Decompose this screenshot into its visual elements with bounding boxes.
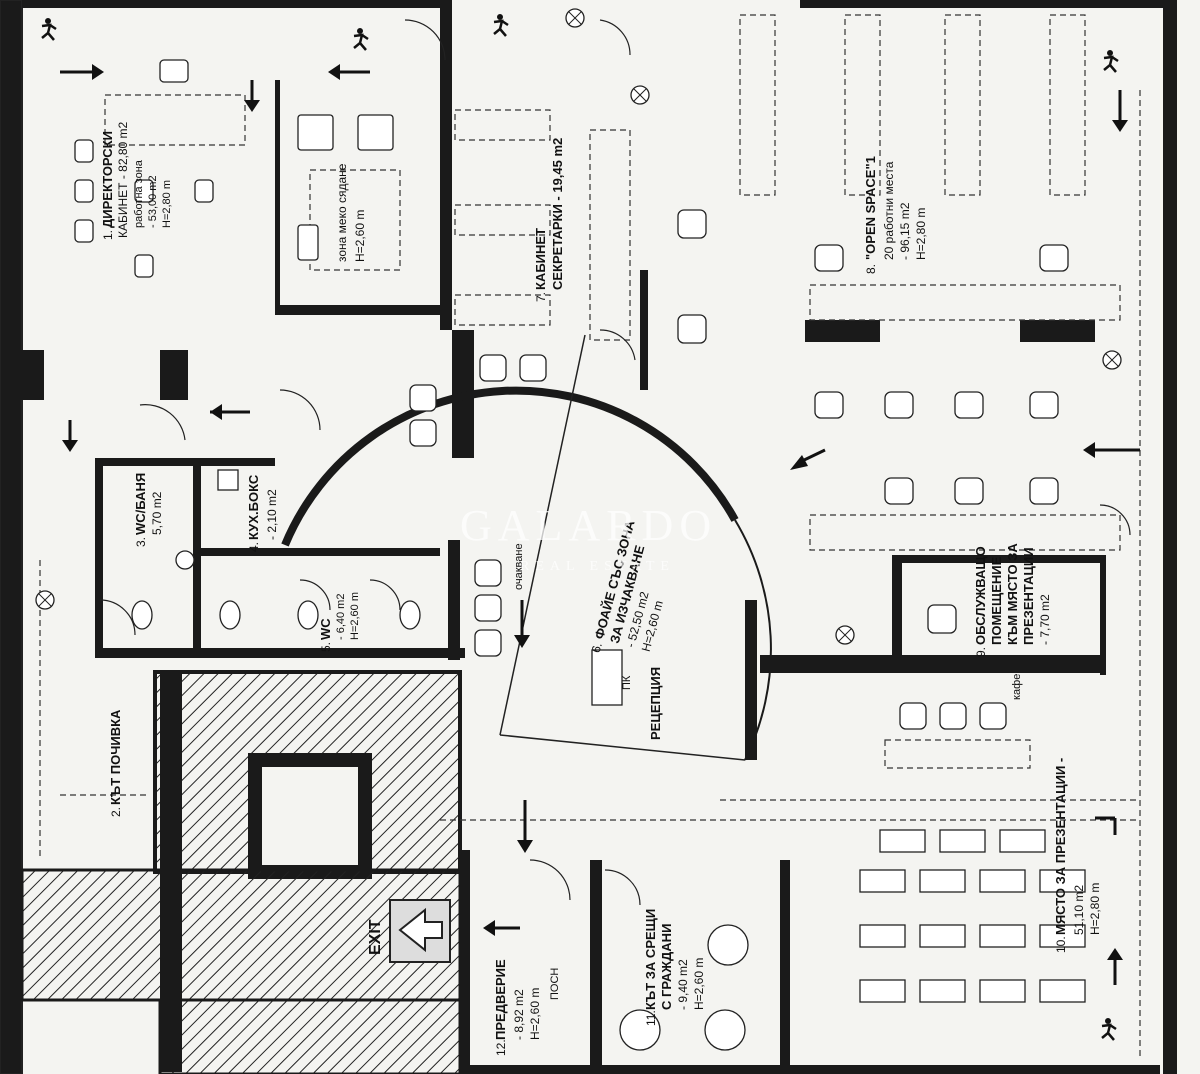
watermark: GALARDO REAL ESTATE (460, 501, 717, 574)
room-name: WC (318, 618, 333, 640)
room-name: МЯСТО ЗА ПРЕЗЕНТАЦИИ - (1053, 758, 1068, 935)
room-name: КЪТ ПОЧИВКА (108, 709, 123, 805)
running-person-icon (1101, 1018, 1117, 1041)
room-area: - 96,15 m2 (898, 202, 912, 260)
waiting-label: очакване (513, 543, 525, 590)
room-area: КАБИНЕТ - 82,80 m2 (116, 121, 130, 238)
room-number: 9. (974, 647, 988, 657)
room-height: H=2,80 m (914, 208, 928, 260)
room-height: H=2,80 m (1088, 883, 1102, 935)
room-label-3: 3. WC/БАНЯ 5,70 m2 (133, 473, 164, 547)
room-name: WC/БАНЯ (133, 473, 148, 535)
pk-label: ПК (621, 675, 633, 690)
coffee-label: кафе (1011, 674, 1023, 700)
dashed-outlines (39, 14, 1141, 1060)
room-area: - 6,40 m2 (335, 594, 347, 640)
room-name-3: КЪМ МЯСТО ЗА (1005, 543, 1020, 645)
room-label-5: 5. WC - 6,40 m2 H=2,60 m (318, 592, 361, 652)
evacuation-arrows (60, 64, 1140, 985)
watermark-sub: REAL ESTATE (520, 559, 675, 574)
stair-core (20, 670, 462, 1074)
running-person-icon (493, 14, 509, 37)
room-name: КУХ.БОКС (246, 474, 261, 540)
room-label-7: 7. КАБИНЕТ СЕКРЕТАРКИ - 19,45 m2 (533, 138, 565, 302)
room-subzone-area: - 53,00 m2 (147, 175, 159, 228)
svg-text:очакване: очакване (513, 543, 525, 590)
door-swings (99, 19, 1131, 906)
running-person-icon (41, 18, 57, 41)
room-label-1b: зона меко сядане H=2,60 m (335, 163, 367, 262)
running-person-icons (41, 14, 1119, 1041)
room-name-2: С ГРАЖДАНИ (659, 924, 674, 1010)
room-name-2: ПОМЕЩЕНИЕ (989, 556, 1004, 645)
room-label-1: 1. ДИРЕКТОРСКИ КАБИНЕТ - 82,80 m2 работн… (100, 121, 173, 240)
room-name: "OPEN SPACE"1 (863, 156, 878, 260)
room-name: зона меко сядане (335, 163, 349, 262)
room-name: ОБСЛУЖВАЩО (973, 546, 988, 645)
exit-label: EXIT (367, 919, 384, 955)
room-area: 5,70 m2 (150, 491, 164, 535)
svg-text:ПОСН: ПОСН (549, 968, 561, 1000)
room-height: H=2,80 m (161, 180, 173, 228)
light-fixture-icons (35, 8, 1122, 645)
foyer-curved-wall (281, 334, 772, 761)
room-label-4: 4. КУХ.БОКС - 2,10 m2 (246, 474, 279, 552)
room-area: - 9,40 m2 (676, 959, 690, 1010)
room-height: H=2,60 m (528, 988, 542, 1040)
room-area: 51,10 m2 (1072, 885, 1086, 935)
room-number: 2. (109, 807, 123, 817)
svg-text:кафе: кафе (1011, 674, 1023, 700)
room-number: 10. (1054, 936, 1068, 953)
room-height: H=2,60 m (692, 958, 706, 1010)
room-area: - 7,70 m2 (1038, 594, 1052, 645)
room-area: - 2,10 m2 (265, 489, 279, 540)
room-number: 11. (644, 1010, 658, 1026)
room-height: H=2,60 m (349, 592, 361, 640)
svg-text:РЕЦЕПЦИЯ: РЕЦЕПЦИЯ (648, 667, 663, 740)
room-height: H=2,60 m (353, 210, 367, 262)
room-number: 3. (134, 537, 148, 547)
room-number: 7. (534, 292, 548, 302)
running-person-icon (1103, 50, 1119, 73)
room-number: 12. (494, 1039, 508, 1056)
room-area: СЕКРЕТАРКИ - 19,45 m2 (550, 138, 565, 290)
room-name: КАБИНЕТ (533, 228, 548, 290)
posh-label: ПОСН (549, 968, 561, 1000)
room-name: ДИРЕКТОРСКИ (100, 131, 115, 228)
room-name: ПРЕДВЕРИЕ (493, 959, 508, 1040)
room-number: 6. (589, 641, 605, 654)
room-label-8: 8. "OPEN SPACE"1 20 работни места - 96,1… (863, 156, 928, 274)
room-number: 4. (247, 542, 261, 552)
room-area: - 8,92 m2 (512, 989, 526, 1040)
room-label-12: 12. ПРЕДВЕРИЕ - 8,92 m2 H=2,60 m (493, 959, 542, 1056)
room-number: 1. (101, 230, 115, 240)
room-subzone: работна зона (133, 159, 145, 228)
room-label-6: 6. ФОАЙЕ СЪС ЗОНА ЗА ИЗЧАКВАНЕ - 52,50 m… (589, 518, 666, 654)
room-name: КЪТ ЗА СРЕЩИ (643, 909, 658, 1010)
running-person-icon (353, 28, 369, 51)
room-seats: 20 работни места (882, 161, 896, 260)
room-label-9: 9. ОБСЛУЖВАЩО ПОМЕЩЕНИЕ КЪМ МЯСТО ЗА ПРЕ… (973, 543, 1052, 657)
svg-text:EXIT: EXIT (367, 919, 384, 955)
reception-label: РЕЦЕПЦИЯ (648, 667, 663, 740)
room-label-11: 11. КЪТ ЗА СРЕЩИ С ГРАЖДАНИ - 9,40 m2 H=… (643, 909, 706, 1026)
watermark-brand: GALARDO (460, 501, 717, 550)
room-label-2: 2. КЪТ ПОЧИВКА (108, 709, 123, 817)
room-name-4: ПРЕЗЕНТАЦИИ (1021, 547, 1036, 645)
room-label-10: 10. МЯСТО ЗА ПРЕЗЕНТАЦИИ - 51,10 m2 H=2,… (1053, 758, 1102, 953)
room-number: 5. (319, 642, 333, 652)
svg-text:ПК: ПК (621, 675, 633, 690)
furniture (74, 59, 1086, 1051)
room-number: 8. (864, 264, 878, 274)
